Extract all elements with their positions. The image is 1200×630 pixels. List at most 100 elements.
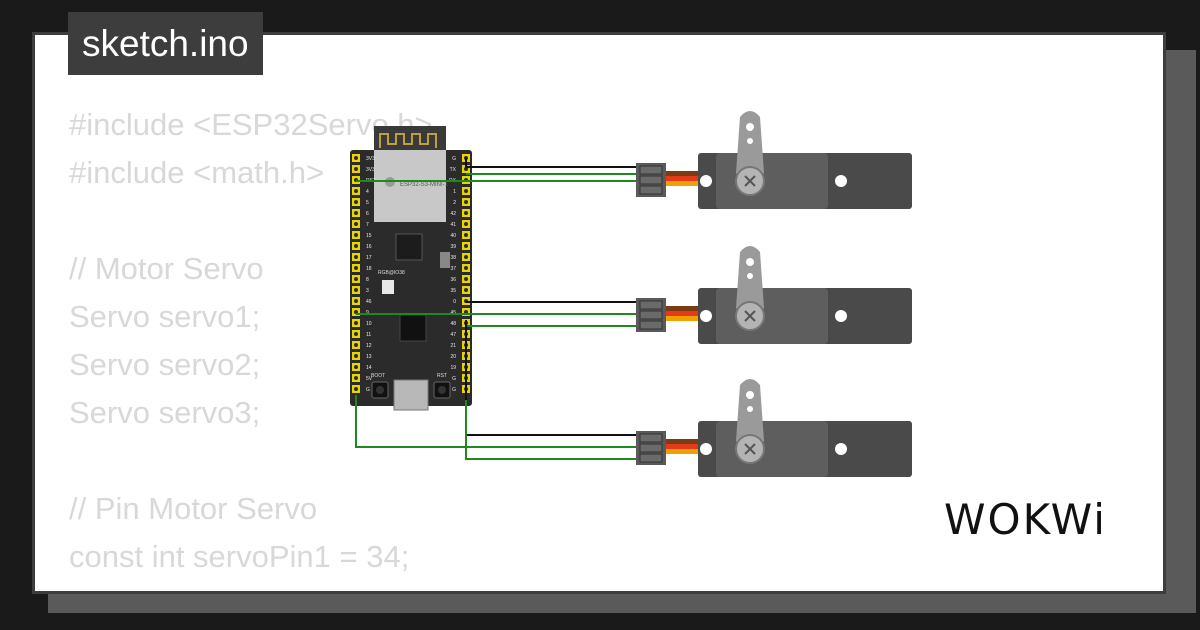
pin-label: 1 [453, 189, 456, 195]
servo-wire-red [666, 444, 708, 449]
pin-label: 36 [450, 277, 456, 283]
code-line: Servo servo1; [69, 299, 261, 334]
mount-hole-icon [700, 175, 712, 187]
pin-label: 40 [450, 233, 456, 239]
mount-hole-icon [700, 443, 712, 455]
pin-label: 3 [366, 288, 369, 294]
pin-label: 37 [450, 266, 456, 272]
servo-motor-3[interactable] [636, 379, 912, 477]
pin-hole [464, 244, 468, 248]
code-preview: #include <ESP32Servo.h>#include <math.h>… [69, 101, 433, 591]
pin-label: 12 [366, 343, 372, 349]
pin-label: G [366, 387, 370, 393]
wire-servo1-gnd [465, 158, 636, 168]
servo-wire-red [666, 176, 708, 181]
esp32-board[interactable]: ESP32-S3-MINI-1 RGB@IO38 BOOT RST 3V33V3… [350, 126, 472, 411]
connector-pin [639, 165, 663, 175]
wires [355, 158, 636, 460]
pin-label: 5V [366, 376, 373, 382]
servo-wire-orange [666, 316, 708, 321]
pin-hole [354, 200, 358, 204]
pin-label: 5 [366, 200, 369, 206]
pin-hole [354, 365, 358, 369]
pin-label: TX [450, 167, 457, 173]
connector-pin [639, 185, 663, 195]
pin-label: 41 [450, 222, 456, 228]
connector-pin [639, 443, 663, 453]
servo-horn [736, 379, 764, 449]
usb-chip [399, 314, 427, 342]
shaft-screw-icon [744, 443, 756, 455]
pin-hole [354, 189, 358, 193]
wire-servo3-vcc [355, 395, 636, 448]
code-line: const int servoPin2 = 33; [69, 581, 433, 591]
pin-label: 11 [366, 332, 371, 338]
pin-label: 2 [453, 200, 456, 206]
pin-label: 48 [450, 321, 456, 327]
pin-hole [464, 233, 468, 237]
module-label: ESP32-S3-MINI-1 [400, 182, 449, 188]
horn-hole-icon [747, 273, 753, 279]
servo-wire-brown [666, 171, 708, 176]
servo-wire-orange [666, 181, 708, 186]
connector-pin [639, 175, 663, 185]
pin-hole [354, 167, 358, 171]
pin-hole [354, 387, 358, 391]
pin-label: 18 [366, 266, 372, 272]
horn-hole-icon [746, 258, 754, 266]
wire-servo3-gnd [465, 320, 636, 436]
pin-hole [464, 222, 468, 226]
pin-hole [464, 266, 468, 270]
capacitor [440, 252, 450, 268]
servo-motor-2[interactable] [636, 246, 912, 344]
code-line: Servo servo3; [69, 395, 261, 430]
wokwi-logo[interactable]: WOKWi [940, 494, 1120, 544]
pin-label: 7 [366, 222, 369, 228]
pin-label: 14 [366, 365, 372, 371]
usb-connector [393, 379, 429, 411]
pin-label: G [452, 156, 456, 162]
pin-hole [354, 299, 358, 303]
servo-wire-red [666, 311, 708, 316]
pin-hole [464, 200, 468, 204]
pin-label: 4 [366, 189, 369, 195]
horn-hole-icon [747, 138, 753, 144]
connector-pin [639, 300, 663, 310]
pin-hole [464, 277, 468, 281]
servo-wire-brown [666, 439, 708, 444]
connector-pin [639, 433, 663, 443]
wire-servo3-signal [465, 400, 636, 460]
pin-label: 3V3 [366, 167, 375, 173]
pin-label: G [452, 376, 456, 382]
pin-hole [354, 255, 358, 259]
connector-pin [639, 320, 663, 330]
pin-label: 47 [450, 332, 456, 338]
pin-hole [354, 222, 358, 226]
servo-horn [736, 246, 764, 316]
connector-pin [639, 453, 663, 463]
code-line: const int servoPin1 = 34; [69, 539, 410, 574]
pin-hole [464, 189, 468, 193]
code-line: #include <math.h> [69, 155, 325, 190]
rgb-led-label: RGB@IO38 [378, 270, 405, 276]
mount-hole-icon [835, 175, 847, 187]
pin-label: 10 [366, 321, 372, 327]
file-tab[interactable]: sketch.ino [68, 12, 263, 75]
pin-hole [354, 156, 358, 160]
regulator-chip [395, 233, 423, 261]
pin-label: 8 [366, 277, 369, 283]
rst-label: RST [437, 373, 447, 379]
reset-button-cap [438, 386, 446, 394]
servo-body [716, 288, 828, 344]
pin-hole [464, 255, 468, 259]
pin-hole [354, 277, 358, 281]
servo-motor-1[interactable] [636, 111, 912, 209]
pin-label: 0 [453, 299, 456, 305]
wokwi-logo-text: WOKWi [944, 495, 1107, 544]
pin-label: 6 [366, 211, 369, 217]
shaft-screw-icon [744, 175, 756, 187]
pin-label: 35 [450, 288, 456, 294]
pin-label: 39 [450, 244, 456, 250]
